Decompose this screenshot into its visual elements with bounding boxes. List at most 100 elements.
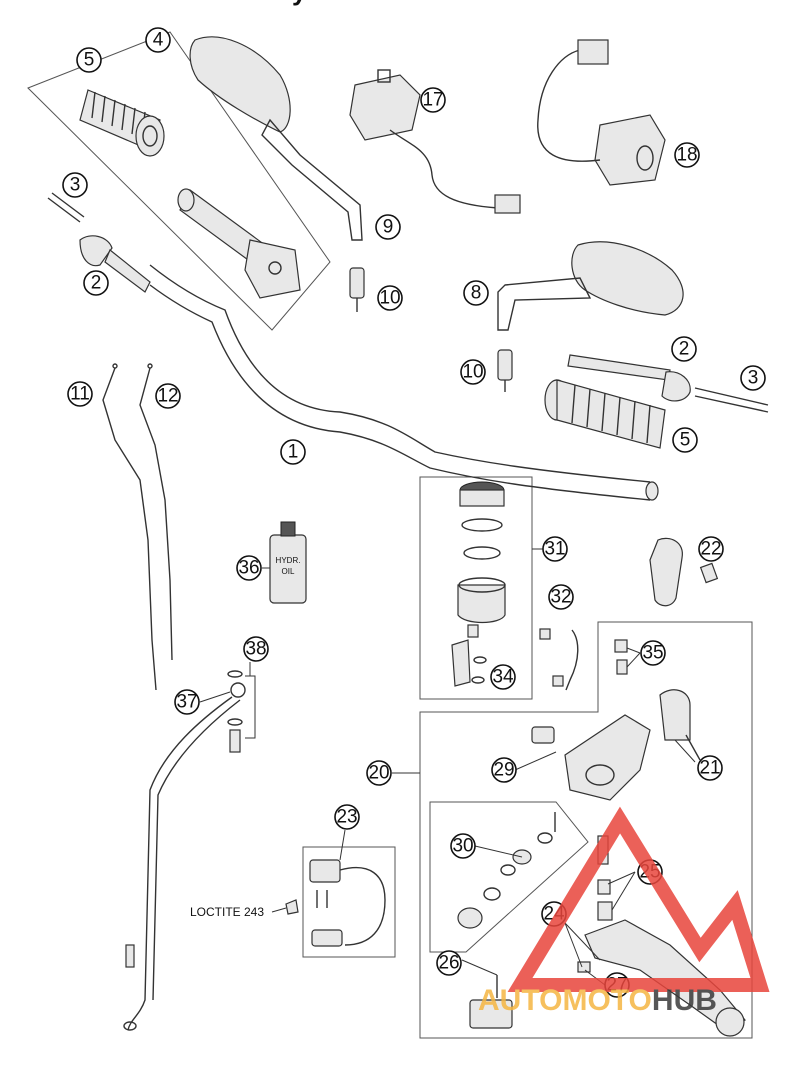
bar-end-right xyxy=(567,354,769,413)
callout-35: 35 xyxy=(640,640,666,666)
callout-5b: 5 xyxy=(672,427,698,453)
callout-20-number: 20 xyxy=(368,763,389,784)
callout-18: 18 xyxy=(674,142,700,168)
callout-8-number: 8 xyxy=(471,283,482,304)
mirror-right xyxy=(497,241,684,331)
callout-18-number: 18 xyxy=(676,145,697,166)
reservoir-parts xyxy=(451,481,506,687)
callout-23: 23 xyxy=(334,804,360,830)
leader-lines xyxy=(199,548,696,986)
grip-kit-box xyxy=(27,31,331,331)
callout-2b-number: 2 xyxy=(679,339,690,360)
callout-3a-number: 3 xyxy=(70,175,81,196)
callout-36-number: 36 xyxy=(238,558,259,579)
watermark-text: AUTOMOTOHUB xyxy=(478,984,717,1017)
callout-1: 1 xyxy=(280,439,306,465)
callout-17: 17 xyxy=(420,87,446,113)
callout-12-number: 12 xyxy=(157,386,178,407)
callout-37-number: 37 xyxy=(176,692,197,713)
callout-10b: 10 xyxy=(460,359,486,385)
switch-left xyxy=(349,69,521,214)
callout-34: 34 xyxy=(490,664,516,690)
callout-10a: 10 xyxy=(377,285,403,311)
callout-4: 4 xyxy=(145,27,171,53)
watermark-triangle xyxy=(507,806,770,992)
callout-31: 31 xyxy=(542,536,568,562)
callout-9: 9 xyxy=(375,214,401,240)
master-cylinder-box xyxy=(419,476,533,700)
watermark-text-orange: AUTOMOTO xyxy=(478,984,652,1017)
callout-11: 11 xyxy=(67,381,93,407)
callout-38: 38 xyxy=(243,636,269,662)
callout-22: 22 xyxy=(698,536,724,562)
callout-5a-number: 5 xyxy=(84,50,95,71)
callout-4-number: 4 xyxy=(153,30,164,51)
callout-35-number: 35 xyxy=(642,643,663,664)
callout-2a-number: 2 xyxy=(91,273,102,294)
oil-bottle: HYDR. OIL xyxy=(269,521,307,604)
callout-22-number: 22 xyxy=(700,539,721,560)
lever-bracket xyxy=(539,628,579,691)
grip-left xyxy=(79,89,165,157)
brake-lever xyxy=(577,835,746,1037)
piston-kit xyxy=(457,812,556,929)
callout-3b: 3 xyxy=(740,365,766,391)
brake-light-switch xyxy=(285,859,386,947)
oil-bottle-line2: OIL xyxy=(282,567,295,576)
bar-end-plug-b xyxy=(497,349,513,392)
loctite-leader xyxy=(271,907,287,913)
grip-right xyxy=(544,379,666,449)
header-fragment: y xyxy=(292,0,307,6)
callout-38-number: 38 xyxy=(245,639,266,660)
callout-3b-number: 3 xyxy=(748,368,759,389)
loctite-annotation: LOCTITE 243 xyxy=(190,905,264,919)
callout-36: 36 xyxy=(236,555,262,581)
callout-2a: 2 xyxy=(83,270,109,296)
callout-17-number: 17 xyxy=(422,90,443,111)
callout-11-number: 11 xyxy=(70,384,90,405)
callout-34-number: 34 xyxy=(492,667,514,688)
callout-26: 26 xyxy=(436,950,462,976)
callout-23-number: 23 xyxy=(336,807,357,828)
banjo-bolt xyxy=(227,670,256,753)
callout-8: 8 xyxy=(463,280,489,306)
callout-21-number: 21 xyxy=(699,758,720,779)
bar-end-left xyxy=(47,192,151,293)
brake-hose xyxy=(123,682,246,1031)
callout-29: 29 xyxy=(491,757,517,783)
throttle-cables xyxy=(102,363,173,691)
callout-30-number: 30 xyxy=(452,836,473,857)
oil-bottle-line1: HYDR. xyxy=(276,556,301,565)
master-cylinder-body xyxy=(531,639,701,801)
watermark-text-dark: HUB xyxy=(652,984,717,1017)
brake-lever-box xyxy=(419,621,753,1039)
bar-end-plug-a xyxy=(349,267,365,312)
throttle-tube xyxy=(177,188,301,299)
switch-right xyxy=(537,39,666,186)
piston-kit-box xyxy=(429,801,589,953)
callout-26-number: 26 xyxy=(438,953,459,974)
watermark-logo: AUTOMOTOHUB xyxy=(478,806,770,1017)
callout-10b-number: 10 xyxy=(462,362,483,383)
callout-30: 30 xyxy=(450,833,476,859)
callout-32-number: 32 xyxy=(550,587,571,608)
switch-box xyxy=(302,846,396,958)
callout-10a-number: 10 xyxy=(379,288,400,309)
callout-21: 21 xyxy=(697,755,723,781)
callout-9-number: 9 xyxy=(383,217,394,238)
callout-5a: 5 xyxy=(76,47,102,73)
adjuster xyxy=(469,975,513,1029)
callout-3a: 3 xyxy=(62,172,88,198)
callout-2b: 2 xyxy=(671,336,697,362)
callout-31-number: 31 xyxy=(544,539,565,560)
callout-20: 20 xyxy=(366,760,392,786)
handlebar-clamp xyxy=(649,537,719,607)
mirror-left xyxy=(189,36,363,241)
callout-37: 37 xyxy=(174,689,200,715)
callout-12: 12 xyxy=(155,383,181,409)
callout-32: 32 xyxy=(548,584,574,610)
handlebar xyxy=(149,264,659,501)
callout-1-number: 1 xyxy=(288,442,299,463)
